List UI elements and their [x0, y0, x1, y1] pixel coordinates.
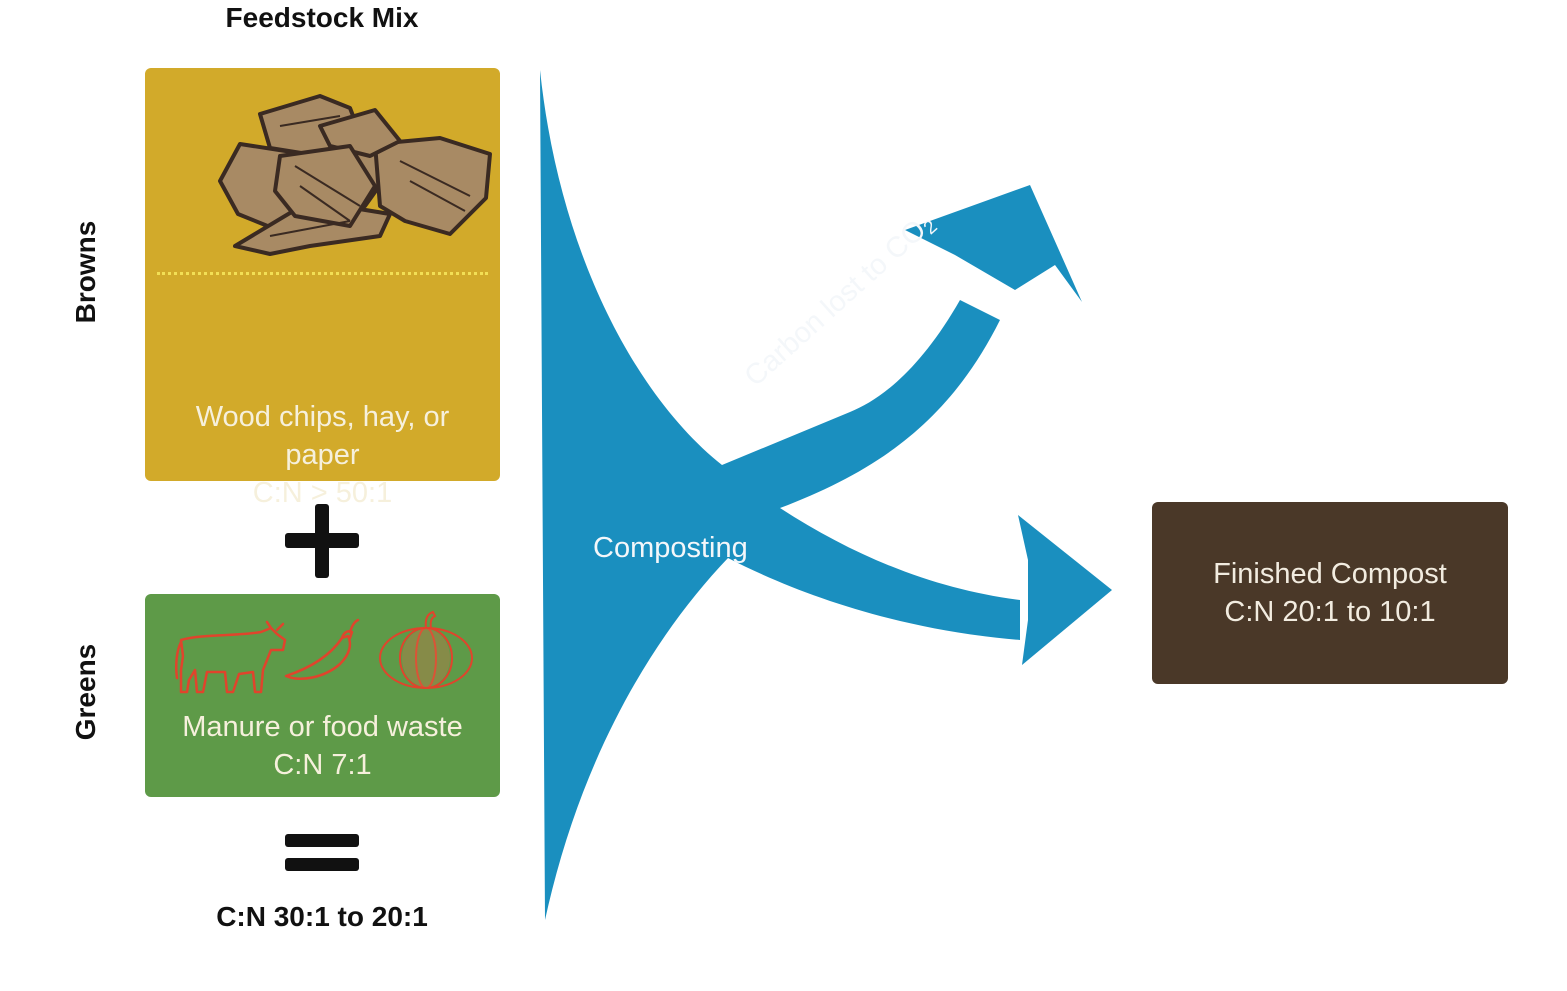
pumpkin-icon [379, 610, 473, 689]
co2-arrowhead [905, 185, 1082, 302]
finished-compost-box: Finished Compost C:N 20:1 to 10:1 [1152, 502, 1508, 684]
composting-funnel [540, 70, 1020, 920]
pepper-icon [284, 618, 360, 680]
compost-arrowhead [1018, 515, 1112, 665]
cow-icon [174, 620, 287, 694]
compost-ratio: C:N 20:1 to 10:1 [1224, 596, 1436, 628]
plus-icon [285, 504, 359, 578]
browns-description: Wood chips, hay, or paper [195, 401, 450, 471]
greens-box: Manure or food waste C:N 7:1 [145, 594, 500, 797]
browns-ratio: C:N > 50:1 [252, 477, 393, 509]
browns-text: Wood chips, hay, or paper C:N > 50:1 [145, 398, 500, 512]
dotted-divider [157, 272, 488, 275]
mix-ratio: C:N 30:1 to 20:1 [216, 901, 428, 932]
greens-description: Manure or food waste [182, 711, 463, 743]
compost-title: Finished Compost [1213, 558, 1447, 590]
compost-text: Finished Compost C:N 20:1 to 10:1 [1152, 555, 1508, 631]
greens-text: Manure or food waste C:N 7:1 [145, 708, 500, 784]
browns-box: Wood chips, hay, or paper C:N > 50:1 [145, 68, 500, 509]
composting-label: Composting [593, 532, 748, 564]
greens-ratio: C:N 7:1 [273, 749, 372, 781]
equals-icon [285, 834, 359, 871]
diagram-title: Feedstock Mix [225, 2, 419, 33]
wood-chips-icon [218, 94, 492, 256]
